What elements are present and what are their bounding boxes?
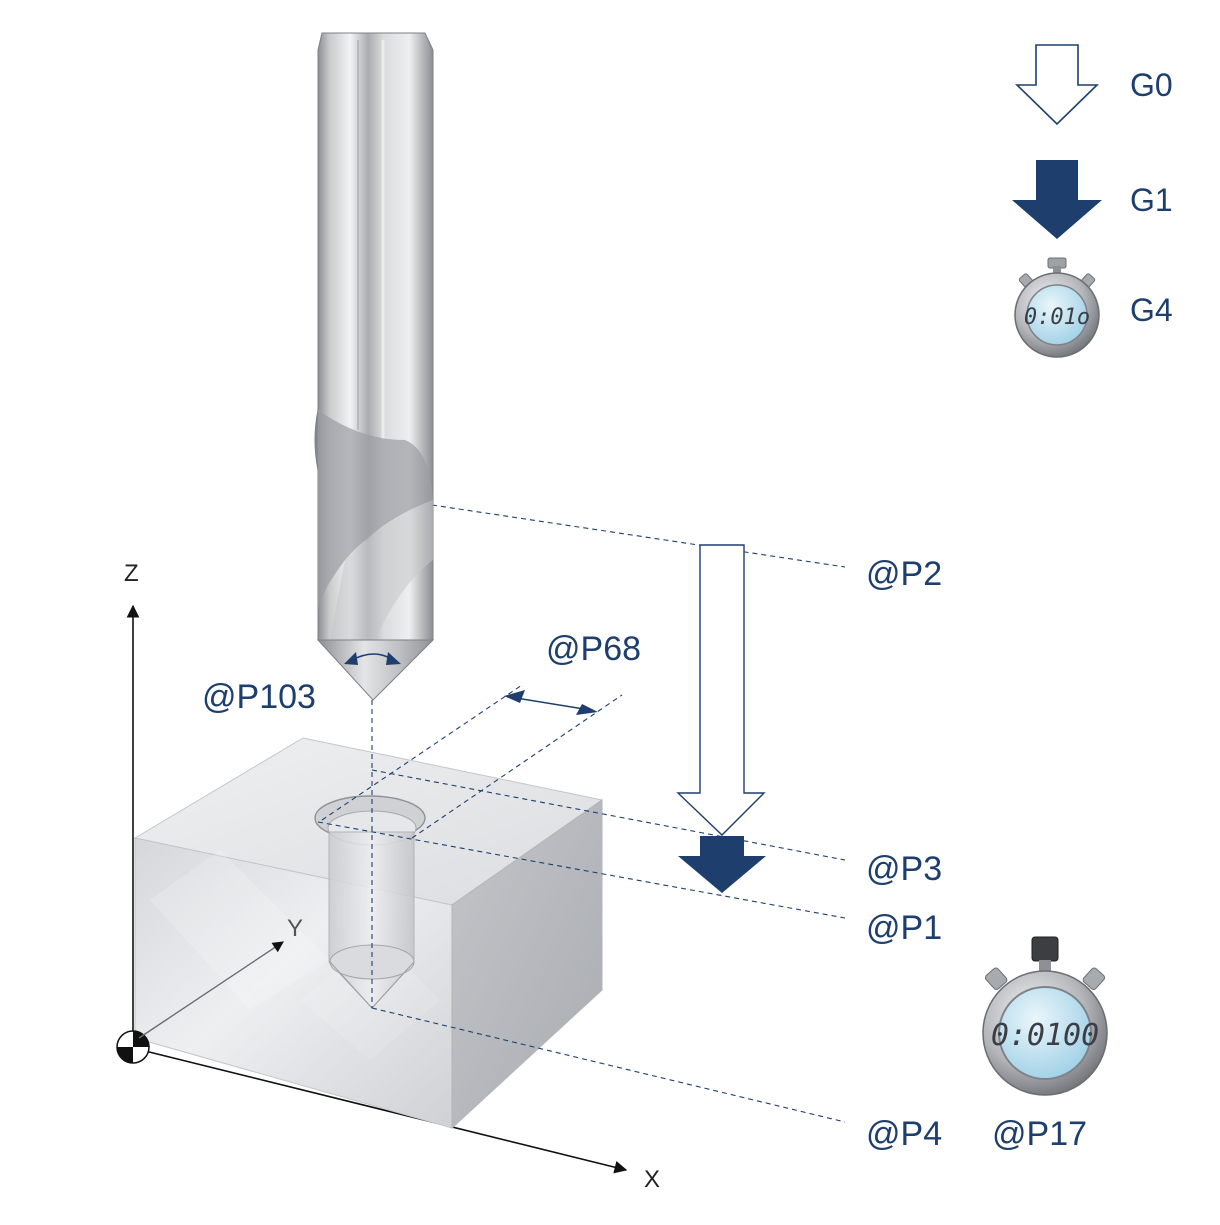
legend: 0:01o <box>1012 44 1102 358</box>
dwell-display-text: 0:01o <box>1024 305 1090 330</box>
drill-tip <box>316 639 435 701</box>
z-axis-label: Z <box>124 560 139 587</box>
drill-flute <box>318 410 433 610</box>
diameter-guide-right <box>411 694 623 839</box>
x-axis-label: X <box>644 1166 661 1193</box>
tip-angle-indicator <box>344 652 401 665</box>
param-p103-label: @P103 <box>202 678 316 716</box>
diameter-dimension <box>504 690 598 715</box>
param-p68-label: @P68 <box>546 630 642 668</box>
stopwatch-icon: 0:0100 <box>982 936 1108 1096</box>
p4-reference-line <box>371 1007 846 1123</box>
p2-reference-line <box>431 504 846 568</box>
workpiece-origin-icon <box>116 1030 150 1064</box>
y-axis-label: Y <box>287 915 304 942</box>
diameter-guide-left <box>321 684 523 821</box>
dwell-timer-display-text: 0:0100 <box>991 1018 1099 1053</box>
reference-lines <box>317 504 846 1123</box>
workpiece-block <box>133 737 604 1130</box>
legend-feed-label: G1 <box>1130 182 1173 218</box>
drill-tool <box>314 32 435 701</box>
param-p1-label: @P1 <box>866 909 943 947</box>
legend-rapid-label: G0 <box>1130 67 1173 103</box>
param-p17-label: @P17 <box>992 1115 1088 1153</box>
param-p4-label: @P4 <box>866 1115 943 1153</box>
legend-dwell-label: G4 <box>1130 292 1173 328</box>
block-side-face <box>451 799 603 1130</box>
feed-path-arrow <box>678 836 766 893</box>
feed-arrow-icon <box>1012 160 1102 239</box>
rapid-traverse-path-arrow <box>676 544 766 836</box>
stopwatch-icon: 0:01o <box>1014 257 1100 358</box>
x-axis-line <box>132 1047 628 1174</box>
y-axis-line <box>138 941 284 1039</box>
param-p3-label: @P3 <box>866 850 943 888</box>
rapid-traverse-arrow-icon <box>1015 44 1099 126</box>
param-p2-label: @P2 <box>866 555 943 593</box>
coordinate-axes <box>126 604 628 1174</box>
